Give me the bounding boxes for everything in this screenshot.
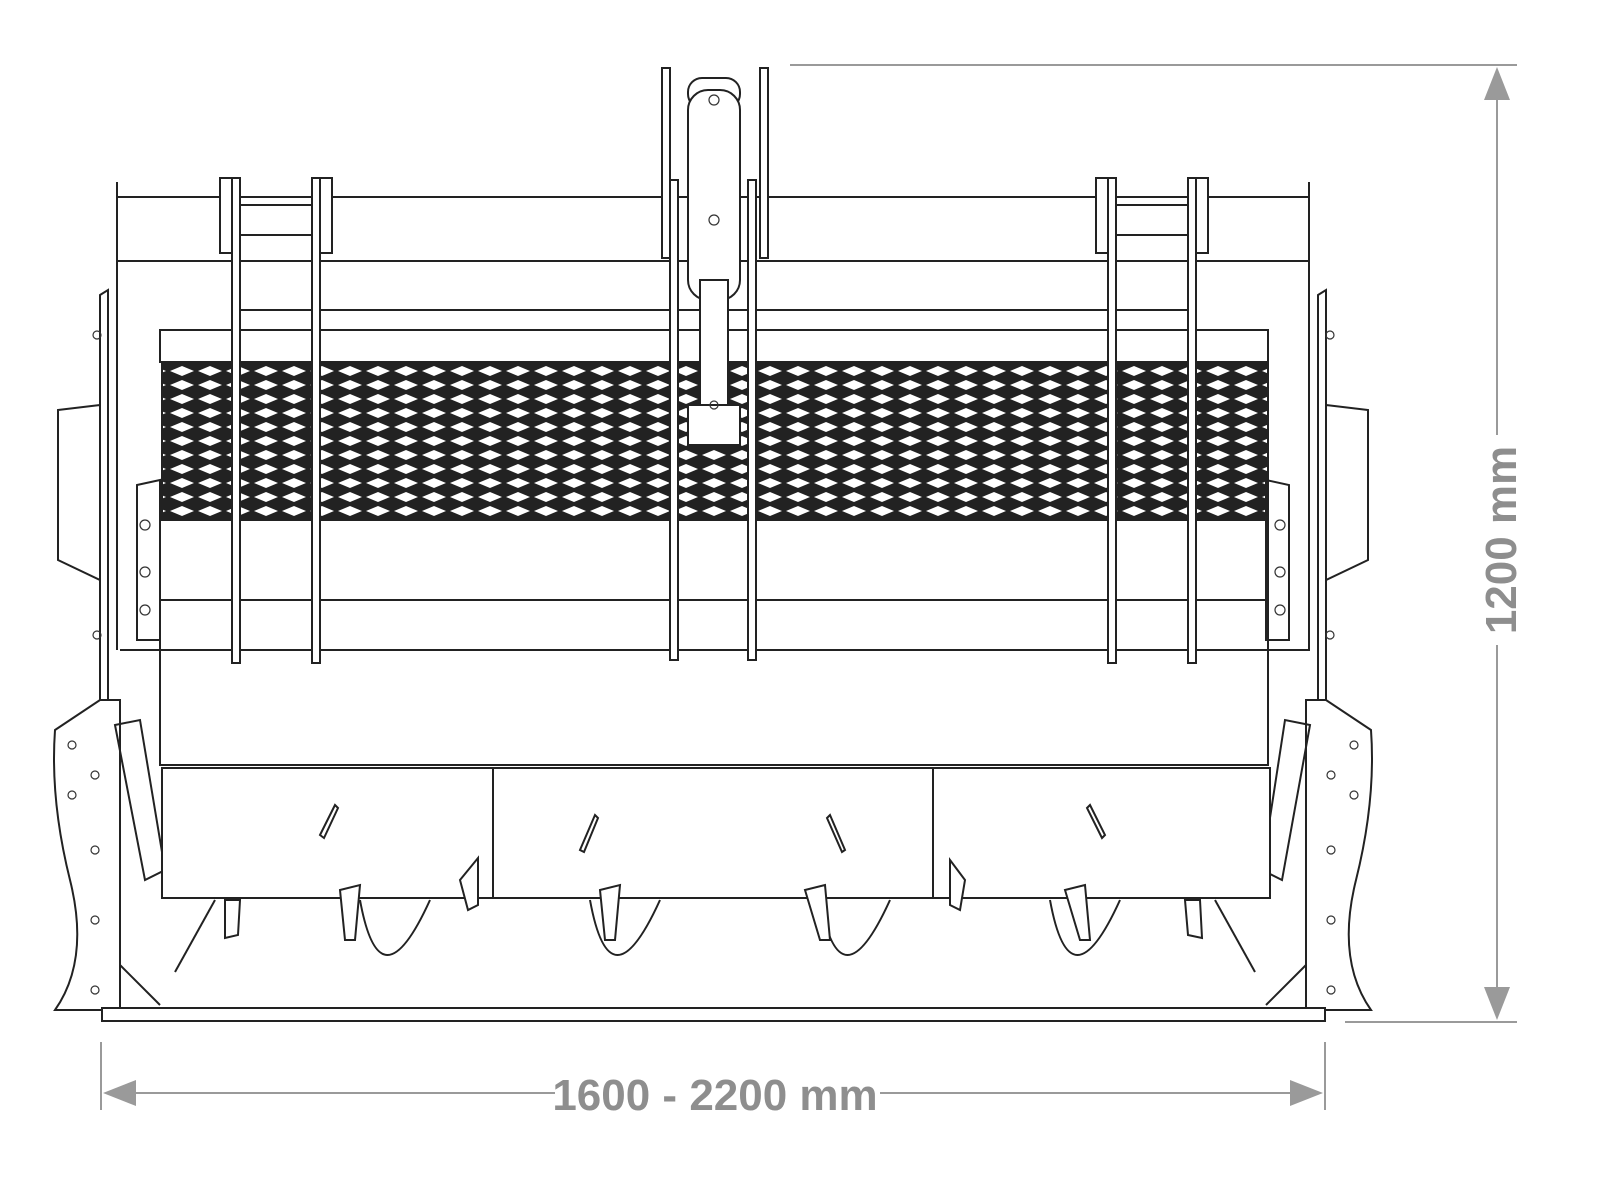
height-dimension-label: 1200 mm: [1477, 446, 1526, 634]
width-dimension: [100, 1042, 1326, 1110]
width-dimension-label: 1600 - 2200 mm: [552, 1071, 877, 1120]
height-dimension: [790, 64, 1517, 1023]
hydraulic-cylinder: [661, 67, 769, 446]
auger-drum: [161, 767, 1271, 973]
bucket-body: [120, 519, 1310, 766]
bottom-cutting-edge: [101, 964, 1326, 1022]
left-side-frame: [53, 288, 167, 1011]
hanger-plates: [219, 177, 1209, 664]
